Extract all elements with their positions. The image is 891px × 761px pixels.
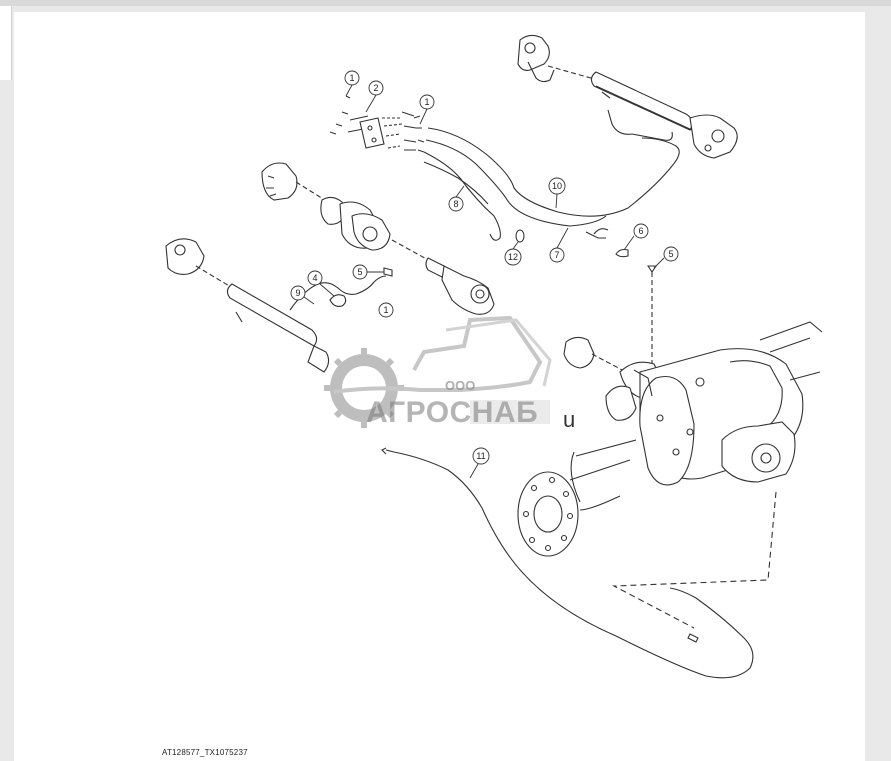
callout-label: 2 [373,83,378,93]
callout-6 [633,223,649,239]
callout-label: 1 [424,97,429,107]
callout-label: 5 [357,267,362,277]
axle-housing [517,321,823,629]
callout-1-bottom [378,302,394,318]
left-drive-shaft [165,238,330,373]
sensor-wire-9 [289,267,393,311]
figure-id-caption: AT128577_TX1075237 [162,748,248,757]
left-scroll-tab[interactable] [0,6,12,80]
callout-label: 5 [668,249,673,259]
callout-label: 12 [508,252,518,262]
callout-label: 4 [312,273,317,283]
callout-9 [290,285,306,301]
callout-label: 8 [453,199,458,209]
callout-markers [290,70,679,479]
watermark-suffix: u [563,407,576,432]
upper-right-drive-shaft [517,34,738,159]
callout-labels: 1 2 1 8 10 12 7 6 5 4 5 9 1 11 [295,73,673,461]
callout-11 [472,447,490,465]
hardware-group [329,95,425,153]
callout-label: 6 [638,226,643,236]
watermark-prefix: ООО [445,378,476,393]
callout-label: 1 [349,73,354,83]
callout-label: 11 [476,451,485,461]
callout-label: 9 [295,288,300,298]
watermark-brand: АГРОСНАБ [366,396,539,429]
callout-label: 7 [554,250,559,260]
top-strip [0,0,891,6]
callout-label: 10 [552,181,562,191]
central-shaft-assembly [261,162,495,315]
callout-label: 1 [383,305,388,315]
watermark-logo [324,315,552,428]
callout-5-right [663,246,679,262]
long-hose-11 [381,447,754,679]
callout-4 [307,270,323,286]
